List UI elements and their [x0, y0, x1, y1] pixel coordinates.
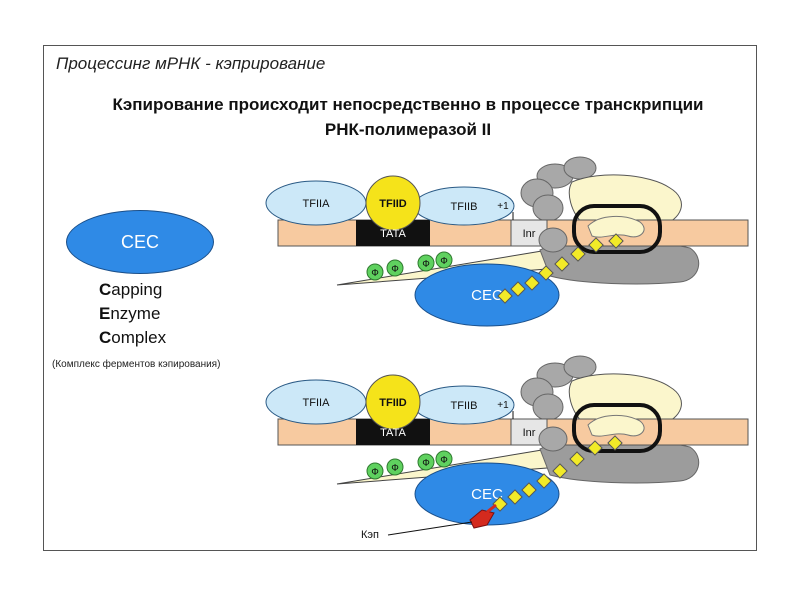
cec-label: CEC [471, 486, 503, 503]
tfiid-label: TFIID [379, 397, 407, 409]
plus-one-label: +1 [497, 400, 509, 411]
inr-label: Inr [523, 427, 536, 439]
phosphate-2-label: Ф [391, 463, 399, 474]
expansion-rest: apping [111, 280, 163, 299]
phosphate-3-label: Ф [422, 458, 430, 469]
phosphate-3: Ф [417, 453, 435, 471]
phosphate-3-label: Ф [422, 259, 430, 270]
tfiia-label: TFIIA [303, 198, 331, 210]
panel-bottom-artwork [264, 354, 750, 527]
phosphate-4-label: Ф [440, 256, 448, 267]
expansion-rest: nzyme [110, 304, 161, 323]
tata-label: TATA [380, 228, 406, 240]
headline-line-2: РНК-полимеразой II [324, 120, 492, 139]
phosphate-4-label: Ф [440, 455, 448, 466]
panel-bottom: TFIIA TFIID TFIIB +1 TATA Inr CEC Ф Ф Ф … [264, 354, 750, 541]
phosphate-2: Ф [386, 259, 404, 277]
phosphate-1-label: Ф [371, 467, 379, 478]
phosphate-4: Ф [435, 450, 453, 468]
expansion-enzyme: Enzyme [99, 304, 160, 324]
rna-chain [497, 233, 624, 304]
phosphate-1: Ф [366, 263, 384, 281]
tfiib-label: TFIIB [451, 201, 478, 213]
cap-pointer-line [387, 521, 473, 536]
plus-one-label: +1 [497, 201, 509, 212]
cec-label: CEC [471, 287, 503, 304]
cap-label: Кэп [361, 529, 379, 541]
expansion-complex: Complex [99, 328, 166, 348]
expansion-initial: C [99, 328, 112, 347]
headline: Кэпирование происходит непосредственно в… [52, 92, 764, 142]
expansion-initial: C [99, 280, 112, 299]
tfiid-label: TFIID [379, 198, 407, 210]
phosphate-3: Ф [417, 254, 435, 272]
section-title: Процессинг мРНК - кэприрование [56, 54, 326, 73]
panel-top: TFIIA TFIID TFIIB +1 TATA Inr CEC Ф Ф Ф … [264, 155, 750, 328]
expansion-initial: E [99, 304, 111, 323]
cap-marker [469, 503, 497, 529]
phosphate-2: Ф [386, 458, 404, 476]
expansion-rest: omplex [111, 328, 167, 347]
headline-line-1: Кэпирование происходит непосредственно в… [112, 95, 704, 114]
cec-note: (Комплекс ферментов кэпирования) [52, 359, 221, 370]
tfiib-label: TFIIB [451, 400, 478, 412]
cec-legend-label: CEC [120, 231, 159, 252]
inr-label: Inr [523, 228, 536, 240]
expansion-capping: Capping [99, 280, 162, 300]
phosphate-2-label: Ф [391, 264, 399, 275]
phosphate-1-label: Ф [371, 268, 379, 279]
tfiia-label: TFIIA [303, 397, 331, 409]
phosphate-4: Ф [435, 251, 453, 269]
phosphate-1: Ф [366, 462, 384, 480]
tata-label: TATA [380, 427, 406, 439]
cec-legend-ellipse: CEC [66, 210, 214, 274]
rna-chain [492, 435, 623, 512]
